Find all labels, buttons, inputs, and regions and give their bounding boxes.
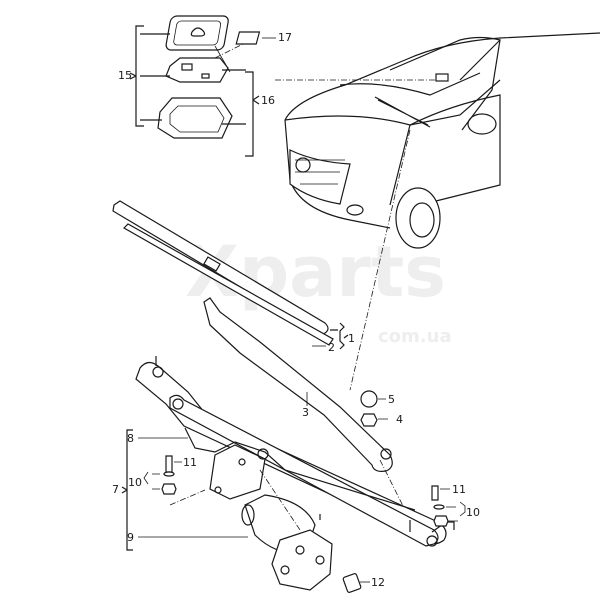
callout-15: 15	[118, 69, 132, 82]
callout-10-left: 10	[128, 476, 142, 489]
callout-8: 8	[127, 432, 134, 445]
left-fasteners: 11 10	[128, 455, 197, 495]
callout-17: 17	[278, 31, 292, 44]
watermark-domain: com.ua	[378, 326, 452, 347]
callout-12: 12	[371, 576, 385, 589]
connector: 12	[342, 573, 385, 593]
callout-3: 3	[302, 406, 309, 419]
vehicle-illustration	[284, 32, 600, 391]
wiper-arm: 3	[203, 297, 393, 472]
callout-5: 5	[388, 393, 395, 406]
callout-4: 4	[396, 413, 403, 426]
wiper-blade: 1 2	[112, 200, 355, 354]
callout-7: 7	[112, 483, 119, 496]
callout-10-right: 10	[466, 506, 480, 519]
callout-1: 1	[348, 332, 355, 345]
wiper-linkage: 7 8	[112, 356, 455, 551]
callout-16: 16	[261, 94, 275, 107]
wiper-motor: 9	[127, 469, 333, 591]
callout-11-left: 11	[183, 456, 197, 469]
callout-9: 9	[127, 531, 134, 544]
callout-2: 2	[328, 341, 335, 354]
rain-sensor-assembly: 15 16 17	[118, 15, 435, 157]
right-fasteners: 11 10	[431, 483, 480, 527]
callout-11-right: 11	[452, 483, 466, 496]
